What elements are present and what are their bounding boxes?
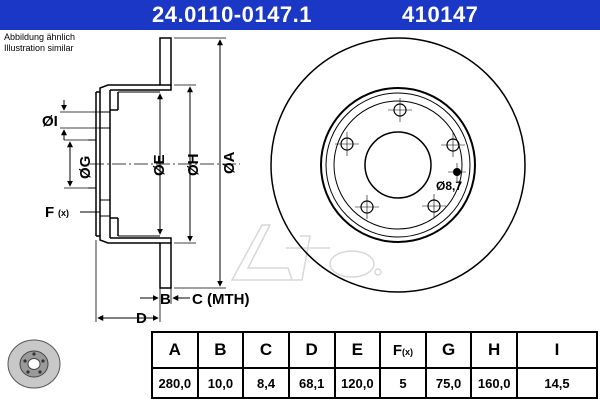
- disc-section-view: [88, 37, 172, 289]
- header-f: F(x): [379, 331, 427, 369]
- label-hole-diameter: Ø8,7: [436, 179, 462, 193]
- header-e: E: [333, 331, 382, 369]
- label-dim-h: ØH: [185, 154, 202, 177]
- label-b: B: [160, 291, 171, 308]
- side-dimensions: [60, 37, 240, 322]
- header-h: H: [470, 331, 518, 369]
- note-german: Abbildung ähnlich: [4, 32, 76, 42]
- header-c: C: [242, 331, 290, 369]
- ate-logo-watermark: [230, 224, 382, 281]
- reference-number: 410147: [402, 2, 479, 27]
- value-b: 10,0: [196, 367, 245, 399]
- label-c-mth: C (MTH): [192, 291, 249, 308]
- spec-table: A B C D E F(x) G H I 280,0 10,0 8,4 68,1…: [151, 331, 598, 399]
- label-dim-a: ØA: [221, 151, 238, 174]
- value-c: 8,4: [242, 367, 290, 399]
- part-number: 24.0110-0147.1: [152, 2, 312, 27]
- title-bar: 24.0110-0147.1 410147: [0, 0, 600, 30]
- value-i: 14,5: [516, 367, 598, 399]
- value-f: 5: [379, 367, 427, 399]
- label-force: F: [45, 204, 54, 221]
- value-g: 75,0: [424, 367, 473, 399]
- spec-value-row: 280,0 10,0 8,4 68,1 120,0 5 75,0 160,0 1…: [151, 367, 598, 399]
- note-english: Illustration similar: [4, 43, 74, 53]
- value-d: 68,1: [287, 367, 336, 399]
- label-force-sub: (x): [58, 208, 69, 218]
- header-g: G: [424, 331, 473, 369]
- label-d: D: [136, 310, 147, 327]
- value-e: 120,0: [333, 367, 382, 399]
- header-a: A: [151, 331, 199, 369]
- value-a: 280,0: [151, 367, 199, 399]
- technical-drawing: ØI ØG ØE ØH ØA F (x) B C (MTH) D: [42, 37, 526, 327]
- spec-header-row: A B C D E F(x) G H I: [151, 331, 598, 369]
- label-dim-e: ØE: [151, 154, 168, 176]
- header-b: B: [196, 331, 245, 369]
- header-i: I: [516, 331, 598, 369]
- header-d: D: [287, 331, 336, 369]
- label-dim-i: ØI: [42, 113, 58, 130]
- brake-disc-icon: [7, 339, 61, 389]
- label-dim-g: ØG: [77, 156, 94, 179]
- side-dimension-labels: ØI ØG ØE ØH ØA F (x) B C (MTH) D: [42, 113, 249, 327]
- disc-front-view: [270, 37, 526, 293]
- value-h: 160,0: [470, 367, 518, 399]
